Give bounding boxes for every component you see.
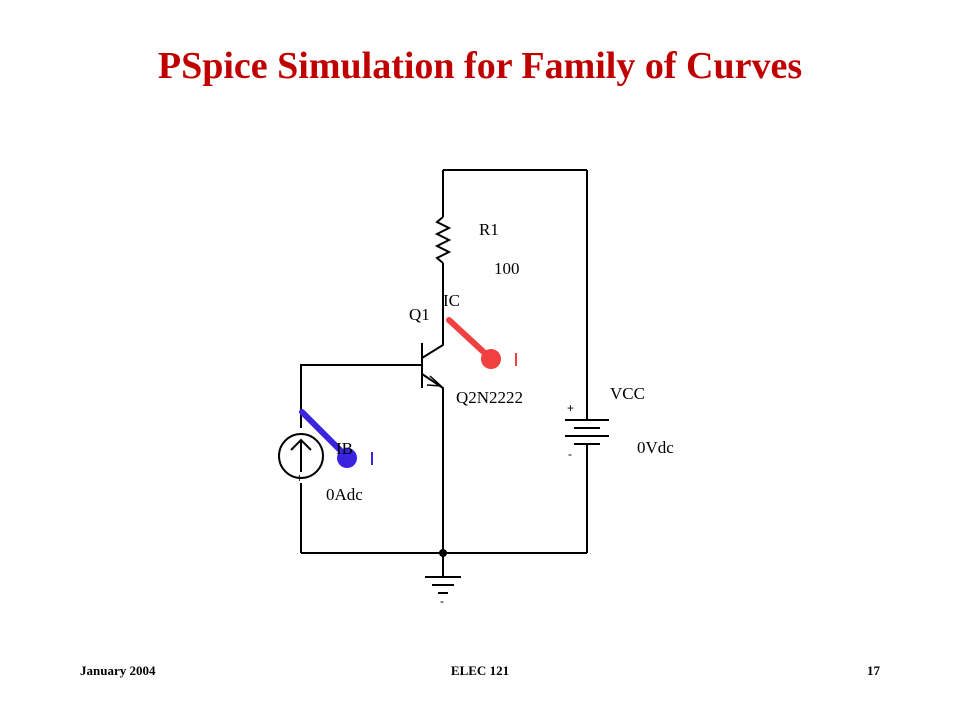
footer-page-number: 17 [867,663,880,678]
probe-ic-stem [446,317,492,360]
vcc-plus-sign: + [567,401,574,415]
wire-base [300,364,422,428]
isource-minus-sign: - [297,426,301,440]
resistor-value-label: 100 [494,259,520,278]
transistor-model-label: Q2N2222 [456,388,523,407]
current-source-arrow [290,438,312,472]
transistor-ref-label: Q1 [409,305,430,324]
ground-label: - [440,594,444,608]
resistor-r1 [434,216,452,264]
current-source [278,433,324,479]
probe-ib-stem [299,409,347,457]
isource-plus-sign: + [296,471,303,485]
transistor-emitter [421,373,444,553]
probe-ib-label: IB [336,439,353,458]
probe-ic-marker [481,349,501,369]
circuit-schematic: R1 100 IC Q1 Q2N2222 VCC 0Vdc + - - + IB… [278,169,674,608]
vcc-value-label: 0Vdc [637,438,674,457]
wire-collector [421,263,444,359]
ground-symbol [425,576,461,594]
footer-date: January 2004 [80,663,156,678]
vcc-ref-label: VCC [610,384,645,403]
emitter-arrow [426,375,444,387]
slide-title: PSpice Simulation for Family of Curves [157,45,803,87]
probe-ic-label: IC [443,291,460,310]
ground-junction-dot [439,549,447,557]
isource-value-label: 0Adc [326,485,363,504]
probe-ib-marker [337,448,357,468]
vcc-minus-sign: - [568,447,572,461]
resistor-ref-label: R1 [479,220,499,239]
footer-course: ELEC 121 [450,663,510,678]
